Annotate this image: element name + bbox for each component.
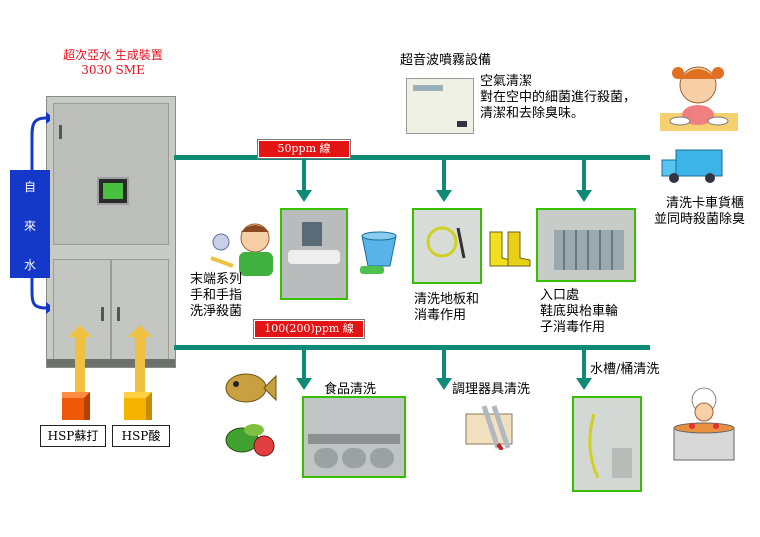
upper-branch-arrows xyxy=(296,158,592,202)
upper-pipe-50ppm xyxy=(174,155,650,160)
truck-label-1: 清洗卡車貨櫃 xyxy=(666,196,745,211)
machine-title: 超次亞水 生成裝置 3030 SME xyxy=(48,48,178,78)
ultrasonic-title: 超音波噴霧設備 xyxy=(400,53,492,68)
food-label: 食品清洗 xyxy=(324,382,377,397)
hands-label-2: 手和手指 xyxy=(190,288,243,303)
cabinet-handle-right xyxy=(117,307,120,321)
machine-title-line1: 超次亞水 生成裝置 xyxy=(63,48,163,62)
upper-line-label: 50ppm 線 xyxy=(258,140,350,158)
sink-label: 水槽/桶清洗 xyxy=(590,362,660,377)
tap-water-box: 自 來 水 xyxy=(10,170,50,278)
hose-coil xyxy=(426,226,466,259)
floor-label-1: 清洗地板和 xyxy=(414,292,480,307)
fish-illustration xyxy=(225,373,277,403)
lower-branch-arrows xyxy=(296,348,592,390)
chef-pot-illustration xyxy=(673,387,735,461)
hsp-soda-cube xyxy=(62,392,90,420)
vegetables-illustration xyxy=(225,424,275,457)
photo-food-sink xyxy=(302,396,406,478)
photo-floor-hose xyxy=(412,208,482,284)
hands-label-1: 末端系列 xyxy=(190,272,243,287)
tap-water-char-3: 水 xyxy=(23,258,36,272)
mat-grid xyxy=(554,230,624,270)
lower-pipe-100ppm xyxy=(174,345,650,350)
hsp-acid-cube xyxy=(124,392,152,420)
hsp-soda-label: HSP蘇打 xyxy=(40,425,106,447)
girl-eating-illustration xyxy=(660,66,738,131)
generator-cabinet xyxy=(46,96,176,368)
lower-line-label: 100(200)ppm 線 xyxy=(254,320,364,338)
photo-entrance-mat xyxy=(536,208,636,282)
ultrasonic-desc-2: 對在空中的細菌進行殺菌， xyxy=(480,90,637,105)
entrance-label-1: 入口處 xyxy=(540,288,580,303)
entrance-label-2: 鞋底與枱車輪 xyxy=(540,304,619,319)
hsp-arrows xyxy=(68,325,152,393)
ultrasonic-device-image xyxy=(406,78,474,134)
hsp-acid-label: HSP酸 xyxy=(112,425,170,447)
ultrasonic-desc-1: 空氣清潔 xyxy=(480,74,533,89)
photo-sink-hose xyxy=(572,396,642,492)
rubber-boots-illustration xyxy=(489,231,531,267)
cabinet-handle xyxy=(59,125,62,139)
machine-title-line2: 3030 SME xyxy=(81,63,145,77)
tap-water-char-2: 來 xyxy=(23,219,36,233)
ultrasonic-desc-3: 清潔和去除臭味。 xyxy=(480,106,585,121)
control-panel xyxy=(97,177,129,205)
photo-hand-sink xyxy=(280,208,348,300)
tap-water-char-1: 自 xyxy=(23,180,36,194)
hands-label-3: 洗淨殺菌 xyxy=(190,304,243,319)
sink-hose-coil xyxy=(588,413,632,479)
cabinet-handle-left xyxy=(101,307,104,321)
bucket-illustration xyxy=(360,231,397,274)
boy-washing-hands-illustration xyxy=(210,223,273,276)
floor-label-2: 消毒作用 xyxy=(414,308,467,323)
entrance-label-3: 子消毒作用 xyxy=(540,320,606,335)
cabinet-base xyxy=(47,359,175,367)
utensils-label: 調理器具清洗 xyxy=(452,382,531,397)
utensils-illustration xyxy=(465,405,513,450)
truck-label-2: 並同時殺菌除臭 xyxy=(654,212,746,227)
cabinet-upper-panel xyxy=(53,103,169,245)
truck-illustration xyxy=(661,149,723,183)
